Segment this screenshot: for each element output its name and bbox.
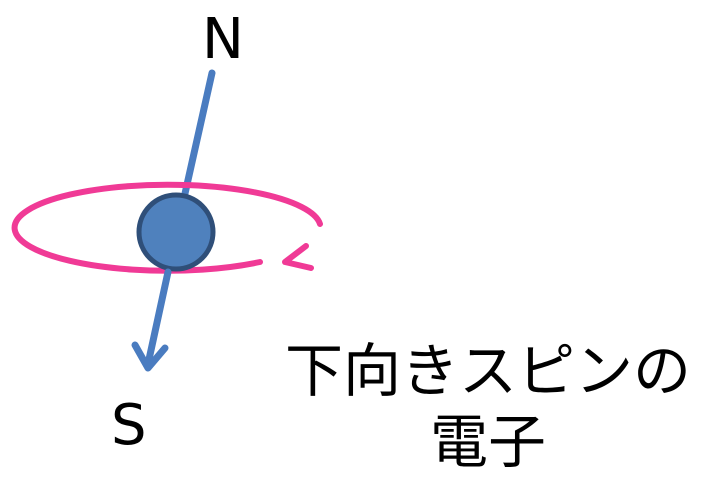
spin-axis-arrowhead: [131, 341, 169, 372]
orbit-arrowhead: [282, 243, 314, 271]
caption-line-1: 下向きスピンの: [284, 337, 691, 405]
south-pole-label: S: [111, 393, 147, 458]
spin-axis-lower: [144, 268, 172, 368]
precession-orbit: [11, 181, 323, 274]
caption-line-2: 電子: [429, 408, 546, 476]
electron-sphere: [136, 192, 216, 272]
north-pole-label: N: [202, 7, 244, 72]
spin-axis-upper: [180, 69, 216, 202]
